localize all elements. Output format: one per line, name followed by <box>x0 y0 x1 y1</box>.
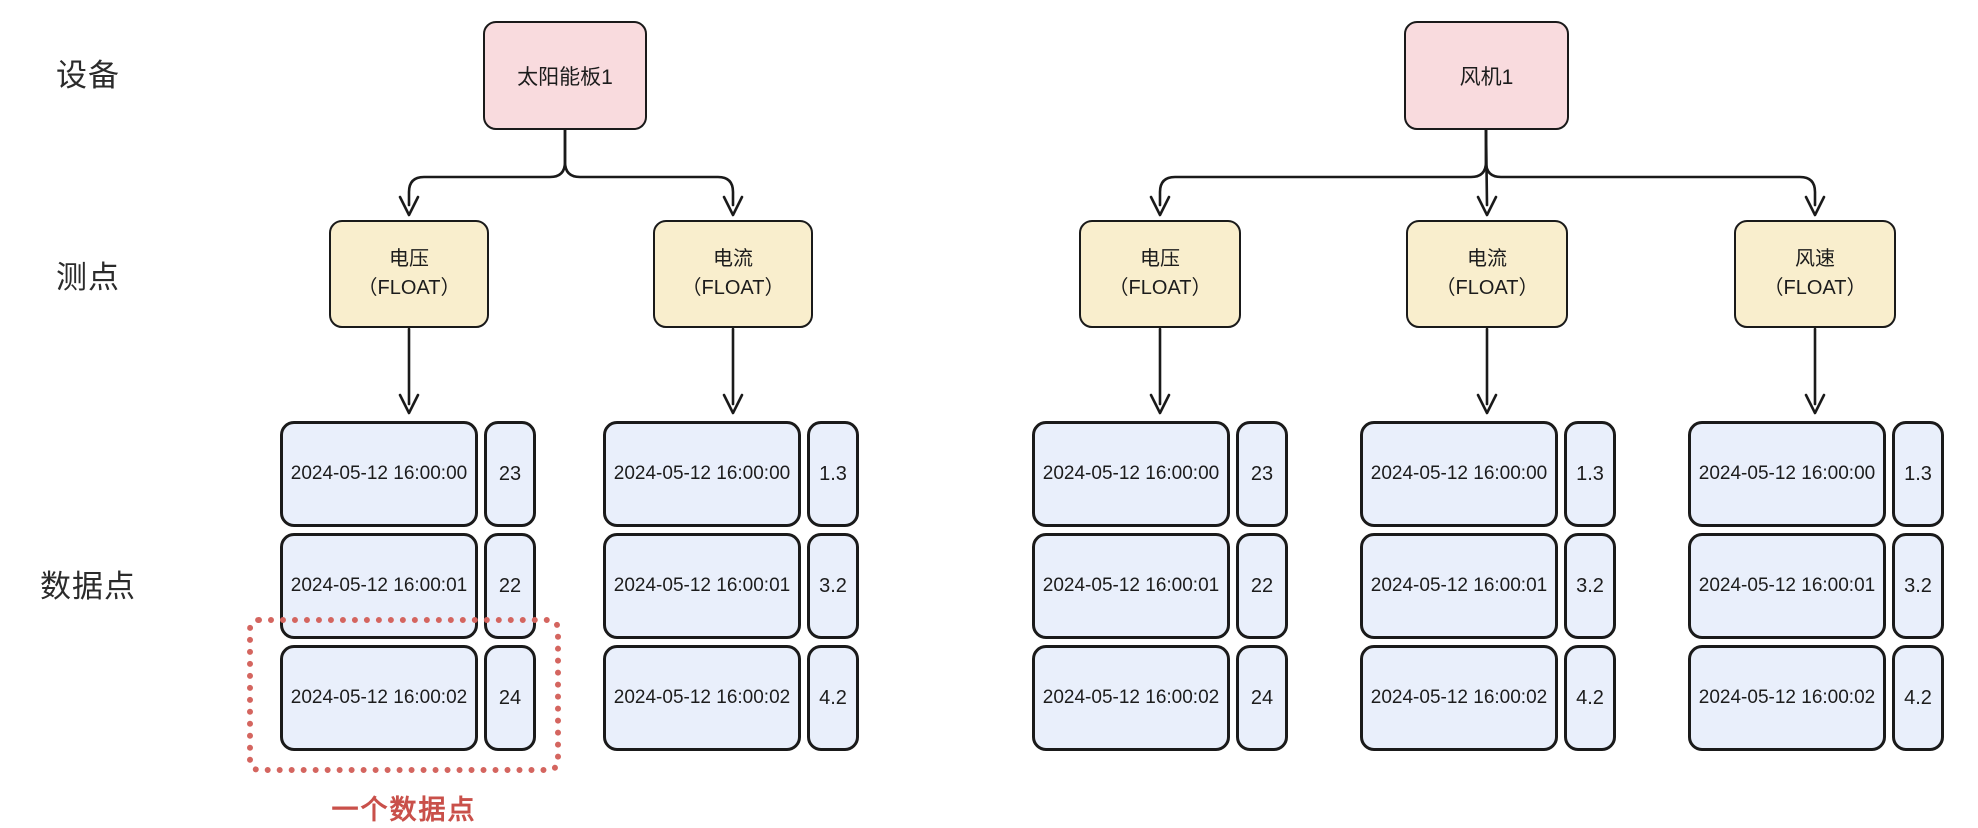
datapoint-time: 2024-05-12 16:00:01 <box>603 533 801 639</box>
datapoint-time: 2024-05-12 16:00:01 <box>1360 533 1558 639</box>
datapoint-row: 2024-05-12 16:00:01 3.2 <box>603 533 859 639</box>
datapoint-time: 2024-05-12 16:00:02 <box>1032 645 1230 751</box>
measure-type: （FLOAT） <box>1763 277 1867 299</box>
measure-name: 电流 <box>713 248 753 270</box>
measure-node-solar-current: 电流 （FLOAT） <box>653 220 813 328</box>
arrowhead-measure1-data <box>398 393 420 415</box>
datapoint-row: 2024-05-12 16:00:00 23 <box>1032 421 1288 527</box>
measure-node-solar-voltage: 电压 （FLOAT） <box>329 220 489 328</box>
datapoint-highlight-outline <box>247 617 561 773</box>
device-name: 太阳能板1 <box>517 65 613 89</box>
datapoint-value: 23 <box>1236 421 1288 527</box>
datapoint-row: 2024-05-12 16:00:00 1.3 <box>603 421 859 527</box>
row-label-measure: 测点 <box>56 260 120 295</box>
arrowhead-device2-current <box>1476 195 1498 217</box>
arrowhead-measure4-data <box>1476 393 1498 415</box>
connector-device1-to-current <box>563 127 735 207</box>
datapoint-annotation-label: 一个数据点 <box>331 795 477 825</box>
datapoint-row: 2024-05-12 16:00:02 24 <box>1032 645 1288 751</box>
data-column-wind-voltage: 2024-05-12 16:00:00 23 2024-05-12 16:00:… <box>1032 421 1288 751</box>
datapoint-value: 1.3 <box>807 421 859 527</box>
arrowhead-device1-voltage <box>398 195 420 217</box>
arrowhead-device2-windspeed <box>1804 195 1826 217</box>
measure-node-wind-voltage: 电压 （FLOAT） <box>1079 220 1241 328</box>
measure-name: 电流 <box>1467 248 1507 270</box>
arrowhead-device2-voltage <box>1149 195 1171 217</box>
datapoint-time: 2024-05-12 16:00:00 <box>1360 421 1558 527</box>
datapoint-time: 2024-05-12 16:00:00 <box>280 421 478 527</box>
datapoint-row: 2024-05-12 16:00:02 4.2 <box>1688 645 1944 751</box>
datapoint-row: 2024-05-12 16:00:00 1.3 <box>1360 421 1616 527</box>
data-column-wind-speed: 2024-05-12 16:00:00 1.3 2024-05-12 16:00… <box>1688 421 1944 751</box>
device-node-solar-panel: 太阳能板1 <box>483 21 647 130</box>
datapoint-value: 24 <box>1236 645 1288 751</box>
datapoint-value: 4.2 <box>807 645 859 751</box>
datapoint-time: 2024-05-12 16:00:00 <box>1688 421 1886 527</box>
datapoint-row: 2024-05-12 16:00:02 24 <box>280 645 536 751</box>
datapoint-time: 2024-05-12 16:00:01 <box>1688 533 1886 639</box>
measure-type: （FLOAT） <box>1108 277 1212 299</box>
datapoint-time: 2024-05-12 16:00:02 <box>1688 645 1886 751</box>
datapoint-row: 2024-05-12 16:00:01 22 <box>1032 533 1288 639</box>
datapoint-value: 1.3 <box>1564 421 1616 527</box>
datapoint-value: 3.2 <box>1892 533 1944 639</box>
measure-name: 电压 <box>1140 248 1180 270</box>
measure-type: （FLOAT） <box>357 277 461 299</box>
measure-type: （FLOAT） <box>1435 277 1539 299</box>
row-label-datapoint: 数据点 <box>40 569 136 604</box>
measure-node-wind-current: 电流 （FLOAT） <box>1406 220 1568 328</box>
connector-device2-to-windspeed <box>1484 127 1817 207</box>
datapoint-value: 3.2 <box>807 533 859 639</box>
measure-type: （FLOAT） <box>681 277 785 299</box>
datapoint-time: 2024-05-12 16:00:02 <box>603 645 801 751</box>
data-column-wind-current: 2024-05-12 16:00:00 1.3 2024-05-12 16:00… <box>1360 421 1616 751</box>
arrowhead-measure3-data <box>1149 393 1171 415</box>
datapoint-value: 23 <box>484 421 536 527</box>
datapoint-time: 2024-05-12 16:00:02 <box>1360 645 1558 751</box>
datapoint-row: 2024-05-12 16:00:00 1.3 <box>1688 421 1944 527</box>
measure-node-wind-speed: 风速 （FLOAT） <box>1734 220 1896 328</box>
datapoint-row: 2024-05-12 16:00:02 4.2 <box>603 645 859 751</box>
arrowhead-measure5-data <box>1804 393 1826 415</box>
datapoint-row: 2024-05-12 16:00:02 4.2 <box>1360 645 1616 751</box>
datapoint-value: 4.2 <box>1892 645 1944 751</box>
connector-device2-to-voltage <box>1158 127 1488 207</box>
device-name: 风机1 <box>1459 65 1514 89</box>
datapoint-row: 2024-05-12 16:00:00 23 <box>280 421 536 527</box>
datapoint-value: 3.2 <box>1564 533 1616 639</box>
data-column-solar-current: 2024-05-12 16:00:00 1.3 2024-05-12 16:00… <box>603 421 859 751</box>
row-label-device: 设备 <box>56 58 120 93</box>
datapoint-value: 1.3 <box>1892 421 1944 527</box>
connector-device1-to-voltage <box>407 127 567 207</box>
datapoint-time: 2024-05-12 16:00:00 <box>603 421 801 527</box>
measure-name: 风速 <box>1795 248 1835 270</box>
arrowhead-device1-current <box>722 195 744 217</box>
measure-name: 电压 <box>389 248 429 270</box>
datapoint-value: 4.2 <box>1564 645 1616 751</box>
datapoint-value: 24 <box>484 645 536 751</box>
datapoint-time: 2024-05-12 16:00:01 <box>1032 533 1230 639</box>
arrowhead-measure2-data <box>722 393 744 415</box>
datapoint-value: 22 <box>1236 533 1288 639</box>
datapoint-time: 2024-05-12 16:00:02 <box>280 645 478 751</box>
device-node-wind-turbine: 风机1 <box>1404 21 1569 130</box>
datapoint-row: 2024-05-12 16:00:01 3.2 <box>1360 533 1616 639</box>
datapoint-row: 2024-05-12 16:00:01 3.2 <box>1688 533 1944 639</box>
datapoint-time: 2024-05-12 16:00:00 <box>1032 421 1230 527</box>
